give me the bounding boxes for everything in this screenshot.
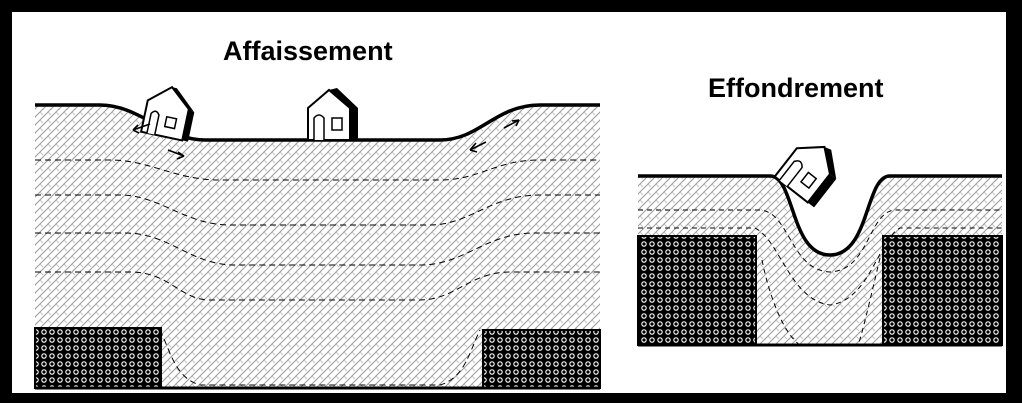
house-icon — [308, 88, 358, 140]
left-panel-title: Affaissement — [223, 36, 393, 66]
right-panel-title: Effondrement — [708, 73, 884, 103]
right-panel-right-rock — [883, 236, 1002, 345]
house-icon — [141, 83, 198, 142]
left-rock-block — [35, 328, 161, 388]
left-panel: Affaissement — [35, 36, 600, 388]
right-panel-left-rock — [638, 236, 756, 345]
right-rock-block — [483, 330, 600, 388]
right-panel: Effondrement — [638, 73, 1002, 345]
